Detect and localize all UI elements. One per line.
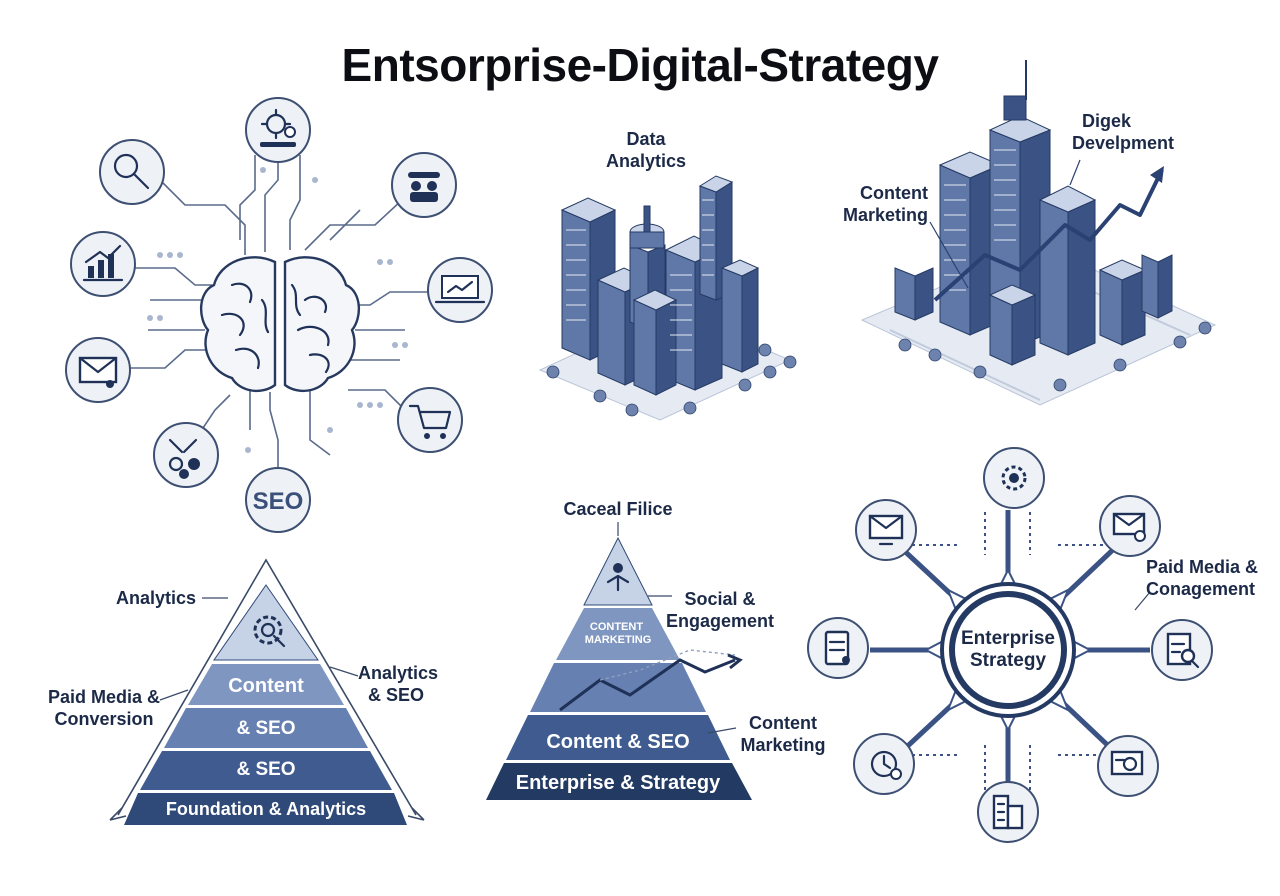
data-analytics-line-2: Analytics <box>605 151 687 171</box>
team-meeting-icon <box>391 152 457 218</box>
caceal-filice-label: Caceal Filice <box>563 499 673 519</box>
left-band-1: Content <box>228 675 304 697</box>
mid-band-1: CONTENT MARKETING <box>585 621 652 646</box>
paid-media-conversion-label: Paid Media & Conversion <box>48 686 160 730</box>
screen-link-icon <box>1097 735 1159 797</box>
middle-pyramid: CONTENT MARKETING Content & SEO Enterpri… <box>486 522 752 800</box>
gear-globe-icon <box>983 447 1045 509</box>
growth-buildings <box>894 60 1173 366</box>
left-band-3: & SEO <box>236 759 295 780</box>
mid-band-3: Content & SEO <box>546 731 689 753</box>
monitor-mail-icon <box>855 499 917 561</box>
brain-network: SEO <box>65 97 493 533</box>
bar-chart-icon <box>70 231 136 297</box>
data-analytics-city <box>538 175 797 421</box>
develpment-label: Digek Develpment <box>1072 110 1174 154</box>
city-trees <box>546 343 797 417</box>
content-marketing-line-1: Content <box>860 183 928 203</box>
left-analytics-seo-line-2: & SEO <box>368 685 425 705</box>
person-icon <box>606 563 630 592</box>
social-network-icon <box>153 422 219 488</box>
mid-band-4: Enterprise & Strategy <box>516 772 721 794</box>
settings-chip-icon <box>245 97 311 163</box>
enterprise-line-2: Strategy <box>969 650 1047 671</box>
shopping-cart-icon <box>397 387 463 453</box>
enterprise-strategy-hub <box>807 447 1213 843</box>
page-title: Entsorprise-Digital-Strategy <box>341 39 939 91</box>
paid-media-line-1: Paid Media & <box>48 687 161 707</box>
left-analytics-seo-label: Analytics & SEO <box>358 662 438 706</box>
analytics-gear-icon <box>253 615 286 648</box>
mid-band-1-line-2: MARKETING <box>585 634 652 646</box>
document-search-icon <box>1151 619 1213 681</box>
develpment-line-1: Digek <box>1082 111 1132 131</box>
conagement-line-2: Conagement <box>1146 579 1256 599</box>
social-line-2: Engagement <box>665 611 775 631</box>
mid-band-1-line-1: CONTENT <box>590 621 643 633</box>
paid-media-line-2: Conversion <box>54 709 154 729</box>
tablet-icon <box>807 617 869 679</box>
data-analytics-line-1: Data <box>626 129 666 149</box>
brain-icon <box>200 256 360 393</box>
social-line-1: Social & <box>684 589 756 609</box>
paid-media-conagement-label: Paid Media & Conagement <box>1146 556 1258 600</box>
city-buildings <box>560 175 760 396</box>
mid-content-marketing-label: Content Marketing <box>728 712 838 756</box>
left-band-4: Foundation & Analytics <box>166 799 366 819</box>
left-pyramid: Content & SEO & SEO Foundation & Analyti… <box>109 558 425 825</box>
laptop-chart-icon <box>427 257 493 323</box>
left-analytics-seo-line-1: Analytics <box>358 663 439 683</box>
clock-gear-icon <box>853 733 915 795</box>
content-marketing-label: Content Marketing <box>818 182 928 226</box>
enterprise-line-1: Enterprise <box>961 628 1055 649</box>
social-engagement-label: Social & Engagement <box>660 588 780 632</box>
seo-badge: SEO <box>245 467 311 533</box>
window-lines <box>566 199 714 351</box>
enterprise-strategy-center: Enterprise Strategy <box>948 628 1068 672</box>
content-marketing-line-2: Marketing <box>842 205 928 225</box>
seo-label: SEO <box>253 488 304 515</box>
mid-content-line-1: Content <box>749 713 817 733</box>
circuit-dots <box>147 167 408 453</box>
left-analytics-label: Analytics <box>116 588 197 608</box>
office-building-icon <box>977 781 1039 843</box>
hub-satellites <box>807 447 1213 843</box>
growth-arrow <box>933 169 1164 302</box>
conagement-line-1: Paid Media & <box>1146 557 1259 577</box>
develpment-line-2: Develpment <box>1072 133 1175 153</box>
search-icon <box>99 139 165 205</box>
mid-content-line-2: Marketing <box>740 735 826 755</box>
email-icon <box>65 337 131 403</box>
left-band-2: & SEO <box>236 718 295 739</box>
data-analytics-label: Data Analytics <box>596 128 696 172</box>
mid-growth-arrow <box>559 658 736 712</box>
mail-search-icon <box>1099 495 1161 557</box>
growth-city <box>860 60 1217 406</box>
